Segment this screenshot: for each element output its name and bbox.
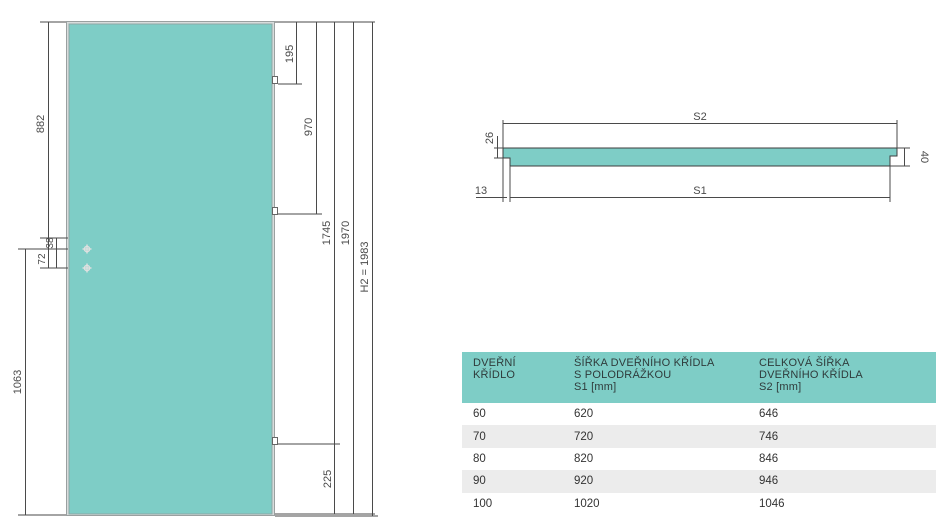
cell-s2: 946 xyxy=(748,470,936,493)
header-line: S2 [mm] xyxy=(759,381,802,393)
cell-s1: 920 xyxy=(563,470,748,493)
label-1063: 1063 xyxy=(12,370,24,394)
label-970: 970 xyxy=(303,118,315,136)
label-40: 40 xyxy=(918,151,930,163)
table-row: 70 720 746 xyxy=(462,425,936,448)
header-line: ŠÍŘKA DVEŘNÍHO KŘÍDLA xyxy=(574,357,715,369)
table-row: 80 820 846 xyxy=(462,448,936,470)
cell-s2: 746 xyxy=(748,425,936,448)
cell-s1: 820 xyxy=(574,452,594,465)
cell-s2: 646 xyxy=(759,408,779,421)
header-s2: CELKOVÁ ŠÍŘKA DVEŘNÍHO KŘÍDLA S2 [mm] xyxy=(748,352,936,403)
lock-marker xyxy=(82,263,92,273)
table-row: 100 1020 1046 xyxy=(462,493,936,515)
handle-marker xyxy=(82,244,92,254)
cell-door: 70 xyxy=(462,425,563,448)
cell-s2: 1046 xyxy=(759,497,785,510)
section-profile xyxy=(502,147,898,167)
cell-s1: 620 xyxy=(574,408,594,421)
label-h2: H2 = 1983 xyxy=(359,241,371,292)
cell-s1: 1020 xyxy=(574,497,600,510)
header-s1: ŠÍŘKA DVEŘNÍHO KŘÍDLA S POLODRÁŽKOU S1 [… xyxy=(563,352,748,403)
cell-s2: 846 xyxy=(759,452,779,465)
door-width-table: DVEŘNÍ KŘÍDLO ŠÍŘKA DVEŘNÍHO KŘÍDLA S PO… xyxy=(462,352,936,515)
cell-door: 80 xyxy=(473,452,486,465)
hinge-top xyxy=(272,76,278,84)
header-line: KŘÍDLO xyxy=(473,369,516,381)
label-882: 882 xyxy=(35,115,47,133)
dim-882-line xyxy=(40,21,68,239)
dim-1063-line xyxy=(18,248,66,516)
header-line: DVEŘNÍ xyxy=(473,357,516,369)
table-header-row: DVEŘNÍ KŘÍDLO ŠÍŘKA DVEŘNÍHO KŘÍDLA S PO… xyxy=(462,352,936,403)
section-drawing xyxy=(476,120,910,202)
label-1970: 1970 xyxy=(340,221,352,245)
label-13: 13 xyxy=(475,185,487,197)
label-195: 195 xyxy=(284,45,296,63)
label-s1: S1 xyxy=(693,185,706,197)
header-door-leaf: DVEŘNÍ KŘÍDLO xyxy=(462,352,563,403)
table-row: 90 920 946 xyxy=(462,470,936,493)
cell-s1: 720 xyxy=(563,425,748,448)
label-26: 26 xyxy=(484,132,496,144)
dim-right-lines xyxy=(275,21,378,517)
label-s2: S2 xyxy=(693,111,706,123)
header-line: S1 [mm] xyxy=(574,381,617,393)
dim-lock-spacing-lines xyxy=(40,238,68,269)
hinge-bottom xyxy=(272,437,278,445)
door-leaf xyxy=(68,23,273,515)
header-line: DVEŘNÍHO KŘÍDLA xyxy=(759,369,863,381)
hinge-middle xyxy=(272,207,278,215)
header-line: CELKOVÁ ŠÍŘKA xyxy=(759,357,850,369)
header-line: S POLODRÁŽKOU xyxy=(574,369,672,381)
label-72: 72 xyxy=(37,253,48,265)
label-1745: 1745 xyxy=(321,221,333,245)
label-225: 225 xyxy=(322,470,334,488)
table-row: 60 620 646 xyxy=(462,403,936,425)
label-38: 38 xyxy=(45,237,56,249)
cell-door: 60 xyxy=(473,408,486,421)
cell-door: 100 xyxy=(473,497,493,510)
cell-door: 90 xyxy=(462,470,563,493)
